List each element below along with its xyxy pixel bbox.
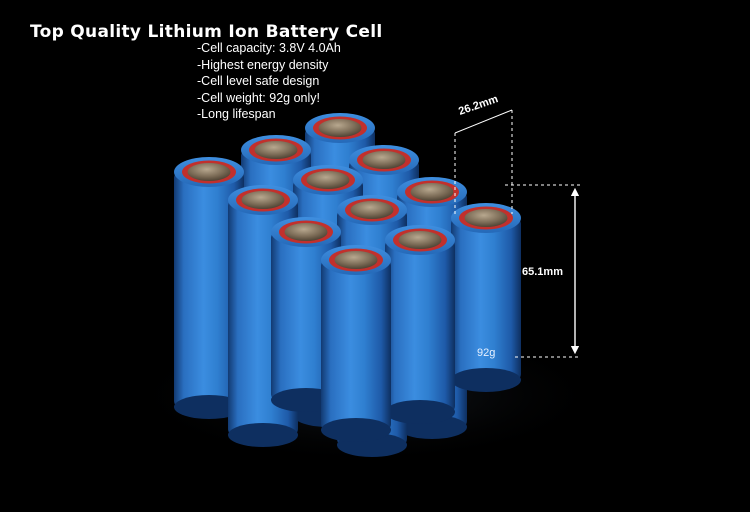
height-label: 65.1mm: [522, 266, 563, 278]
battery-cell: [451, 203, 521, 392]
diameter-line: [454, 109, 513, 134]
feature-item: -Cell capacity: 3.8V 4.0Ah: [197, 41, 341, 55]
cell-weight-label: 92g: [477, 347, 495, 359]
feature-item: -Long lifespan: [197, 107, 276, 122]
feature-item: -Cell level safe design: [197, 74, 320, 89]
feature-item: -Highest energy density: [197, 57, 329, 72]
battery-cell: [385, 225, 455, 424]
battery-cell: [321, 245, 391, 442]
headline: Top Quality Lithium Ion Battery Cell: [30, 22, 383, 42]
diameter-label: 26.2mm: [457, 93, 500, 118]
battery-cell: [174, 157, 244, 419]
feature-list: -Cell capacity: 3.8V 4.0Ah -Highest ener…: [197, 40, 341, 123]
height-callout: 65.1mm: [505, 184, 580, 358]
feature-item: -Cell weight: 92g only!: [197, 90, 320, 105]
